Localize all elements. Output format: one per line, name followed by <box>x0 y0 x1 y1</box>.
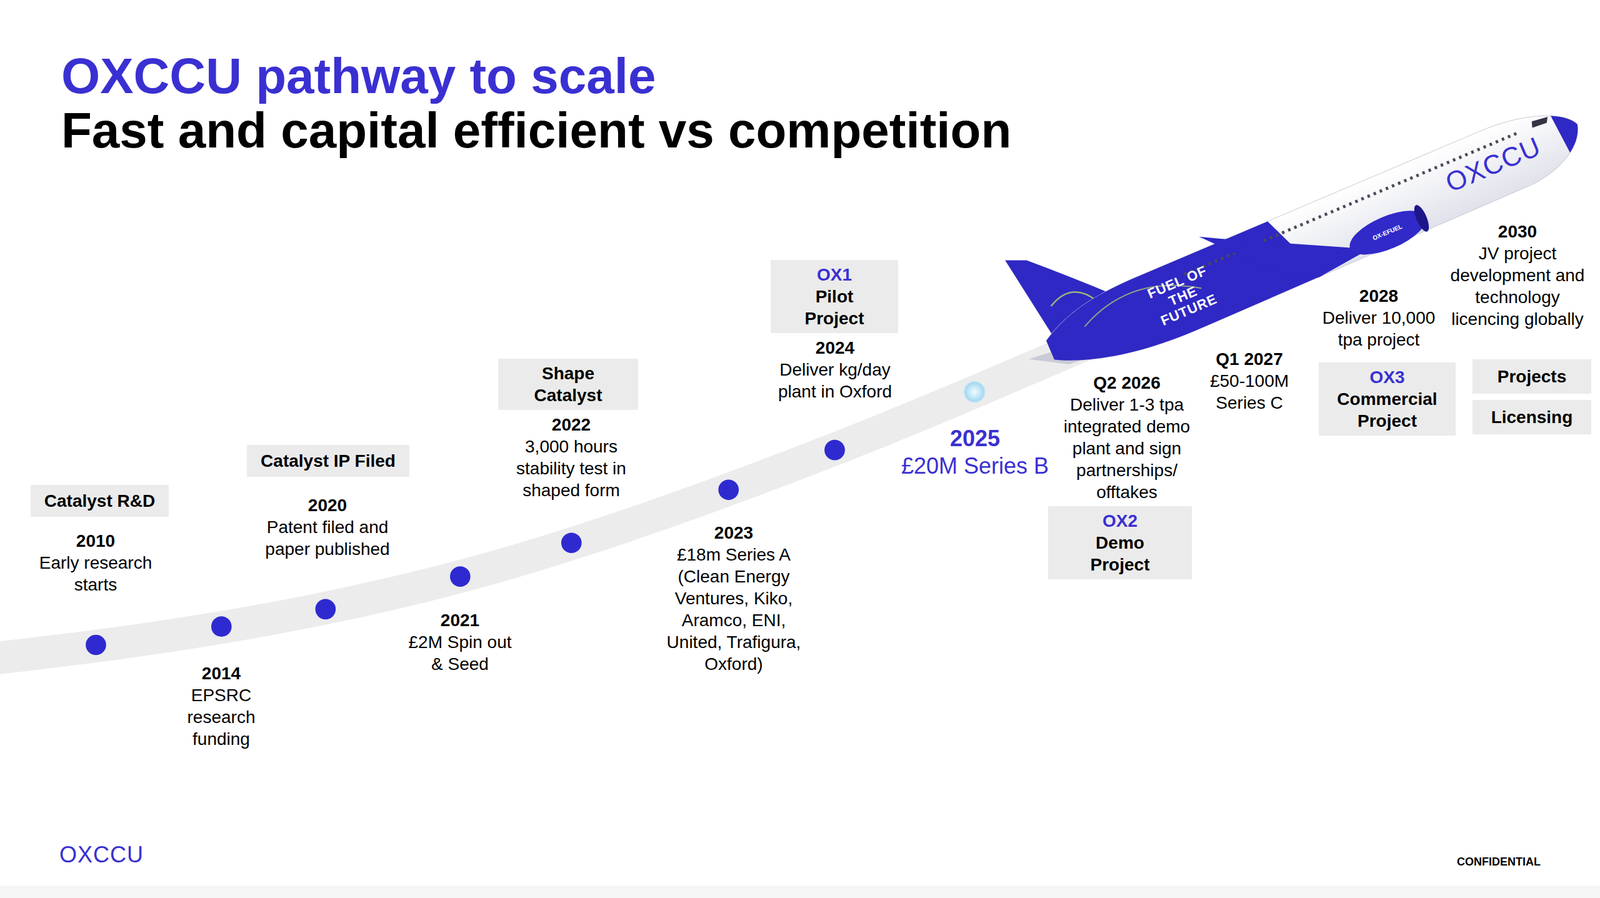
project-code: OX2 <box>1066 510 1174 532</box>
box-heading: Catalyst R&D <box>36 490 163 512</box>
year-label: 2014 <box>174 662 269 685</box>
milestone-box: Shape Catalyst <box>498 358 639 410</box>
label-slot: 2021 <box>403 609 517 632</box>
label-slot: 2030 <box>1447 220 1589 243</box>
label-slot: Deliver 1-3 tpa integrated demo plant an… <box>1060 393 1195 504</box>
footer-logo: OXCCU <box>59 841 144 869</box>
label-slot: £18m Series A (Clean Energy Ventures, Ki… <box>661 543 806 675</box>
milestone-text: Patent filed and paper published <box>255 516 400 560</box>
year-label: 2030 <box>1447 220 1589 243</box>
label-slot: 2025 <box>893 425 1057 453</box>
title-slot: OXCCU pathway to scale <box>61 51 656 102</box>
label-slot: 2028 <box>1316 285 1442 307</box>
plane-livery-text: FUEL OF THE FUTURE <box>1133 258 1232 335</box>
year-label: 2023 <box>661 521 806 544</box>
box-heading: Pilot Project <box>785 285 884 330</box>
bottom-strip <box>0 885 1600 898</box>
project-code: OX1 <box>785 263 884 286</box>
label-slot: JV project development and technology li… <box>1447 242 1589 330</box>
box-heading: Commercial Project <box>1328 388 1446 432</box>
label-slot: Fast and capital efficient vs competitio… <box>61 105 1012 156</box>
year-label: Q1 2027 <box>1202 348 1297 370</box>
label-slot: 2023 <box>661 521 806 544</box>
label-slot: 2014 <box>174 662 269 685</box>
page-title: OXCCU pathway to scale <box>61 51 656 102</box>
airplane <box>1005 56 1600 417</box>
milestone-text: JV project development and technology li… <box>1447 242 1589 330</box>
label-slot: OXCCU <box>59 841 144 869</box>
label-slot: OXCCU <box>1430 126 1557 203</box>
label-slot: 2010 <box>30 530 162 552</box>
box-heading: Licensing <box>1478 406 1585 429</box>
year-label: 2021 <box>403 609 517 632</box>
milestone-text: £50-100M Series C <box>1202 370 1297 414</box>
box-heading: Demo Project <box>1066 531 1174 576</box>
label-slot: 2024 <box>769 336 901 359</box>
milestone-text: 3,000 hours stability test in shaped for… <box>510 435 633 502</box>
label-slot: £2M Spin out & Seed <box>403 631 517 675</box>
label-slot: OX-EFUEL <box>1363 219 1412 246</box>
label-slot: 2020 <box>255 494 400 517</box>
year-label: 2024 <box>769 336 901 359</box>
year-label: Q2 2026 <box>1060 371 1195 394</box>
milestone-text: Deliver kg/day plant in Oxford <box>769 358 901 403</box>
label-slot: Early research starts <box>30 551 162 596</box>
milestone-text: Early research starts <box>30 551 162 596</box>
milestone-box: Licensing <box>1472 400 1592 435</box>
milestone-box: Catalyst R&D <box>30 485 169 517</box>
year-label: 2028 <box>1316 285 1442 307</box>
box-heading: Projects <box>1478 365 1585 388</box>
label-slot: Deliver 10,000 tpa project <box>1316 306 1442 351</box>
milestone-text: EPSRC research funding <box>174 684 269 750</box>
milestone-text: £2M Spin out & Seed <box>403 631 517 675</box>
milestone-box: OX2Demo Project <box>1048 506 1192 580</box>
project-code: OX3 <box>1328 366 1446 389</box>
year-label: 2010 <box>30 530 162 552</box>
year-label: 2020 <box>255 494 400 517</box>
milestone-text: Deliver 1-3 tpa integrated demo plant an… <box>1060 393 1195 504</box>
current-dot <box>964 381 985 403</box>
confidential-mark: CONFIDENTIAL <box>1456 855 1541 869</box>
milestone-text: Deliver 10,000 tpa project <box>1316 306 1442 351</box>
subtitle: Fast and capital efficient vs competitio… <box>61 105 1012 156</box>
milestone-box: OX3Commercial Project <box>1318 362 1456 436</box>
box-heading: Catalyst IP Filed <box>253 450 404 472</box>
timeline-band <box>0 343 1087 659</box>
milestone-box: Projects <box>1472 359 1592 394</box>
label-slot: Q2 2026 <box>1060 371 1195 394</box>
label-slot: Patent filed and paper published <box>255 516 400 560</box>
label-slot: Q1 2027 <box>1202 348 1297 370</box>
funding-label: £20M Series B <box>893 452 1057 480</box>
label-slot: £50-100M Series C <box>1202 370 1297 414</box>
plane-logo: OXCCU <box>1430 126 1557 203</box>
label-slot: £20M Series B <box>893 452 1057 480</box>
year-label: 2022 <box>510 413 633 436</box>
engine-text: OX-EFUEL <box>1363 219 1412 246</box>
milestone-box: Catalyst IP Filed <box>246 445 410 477</box>
label-slot: 2022 <box>510 413 633 436</box>
milestone-box: OX1Pilot Project <box>770 260 899 334</box>
label-slot: 3,000 hours stability test in shaped for… <box>510 435 633 502</box>
label-slot: CONFIDENTIAL <box>1456 855 1541 869</box>
current-year: 2025 <box>893 425 1057 453</box>
label-slot: EPSRC research funding <box>174 684 269 750</box>
label-slot: Deliver kg/day plant in Oxford <box>769 358 901 403</box>
label-slot: FUEL OF THE FUTURE <box>1133 258 1232 335</box>
box-heading: Shape Catalyst <box>508 362 629 407</box>
milestone-text: £18m Series A (Clean Energy Ventures, Ki… <box>661 543 806 675</box>
